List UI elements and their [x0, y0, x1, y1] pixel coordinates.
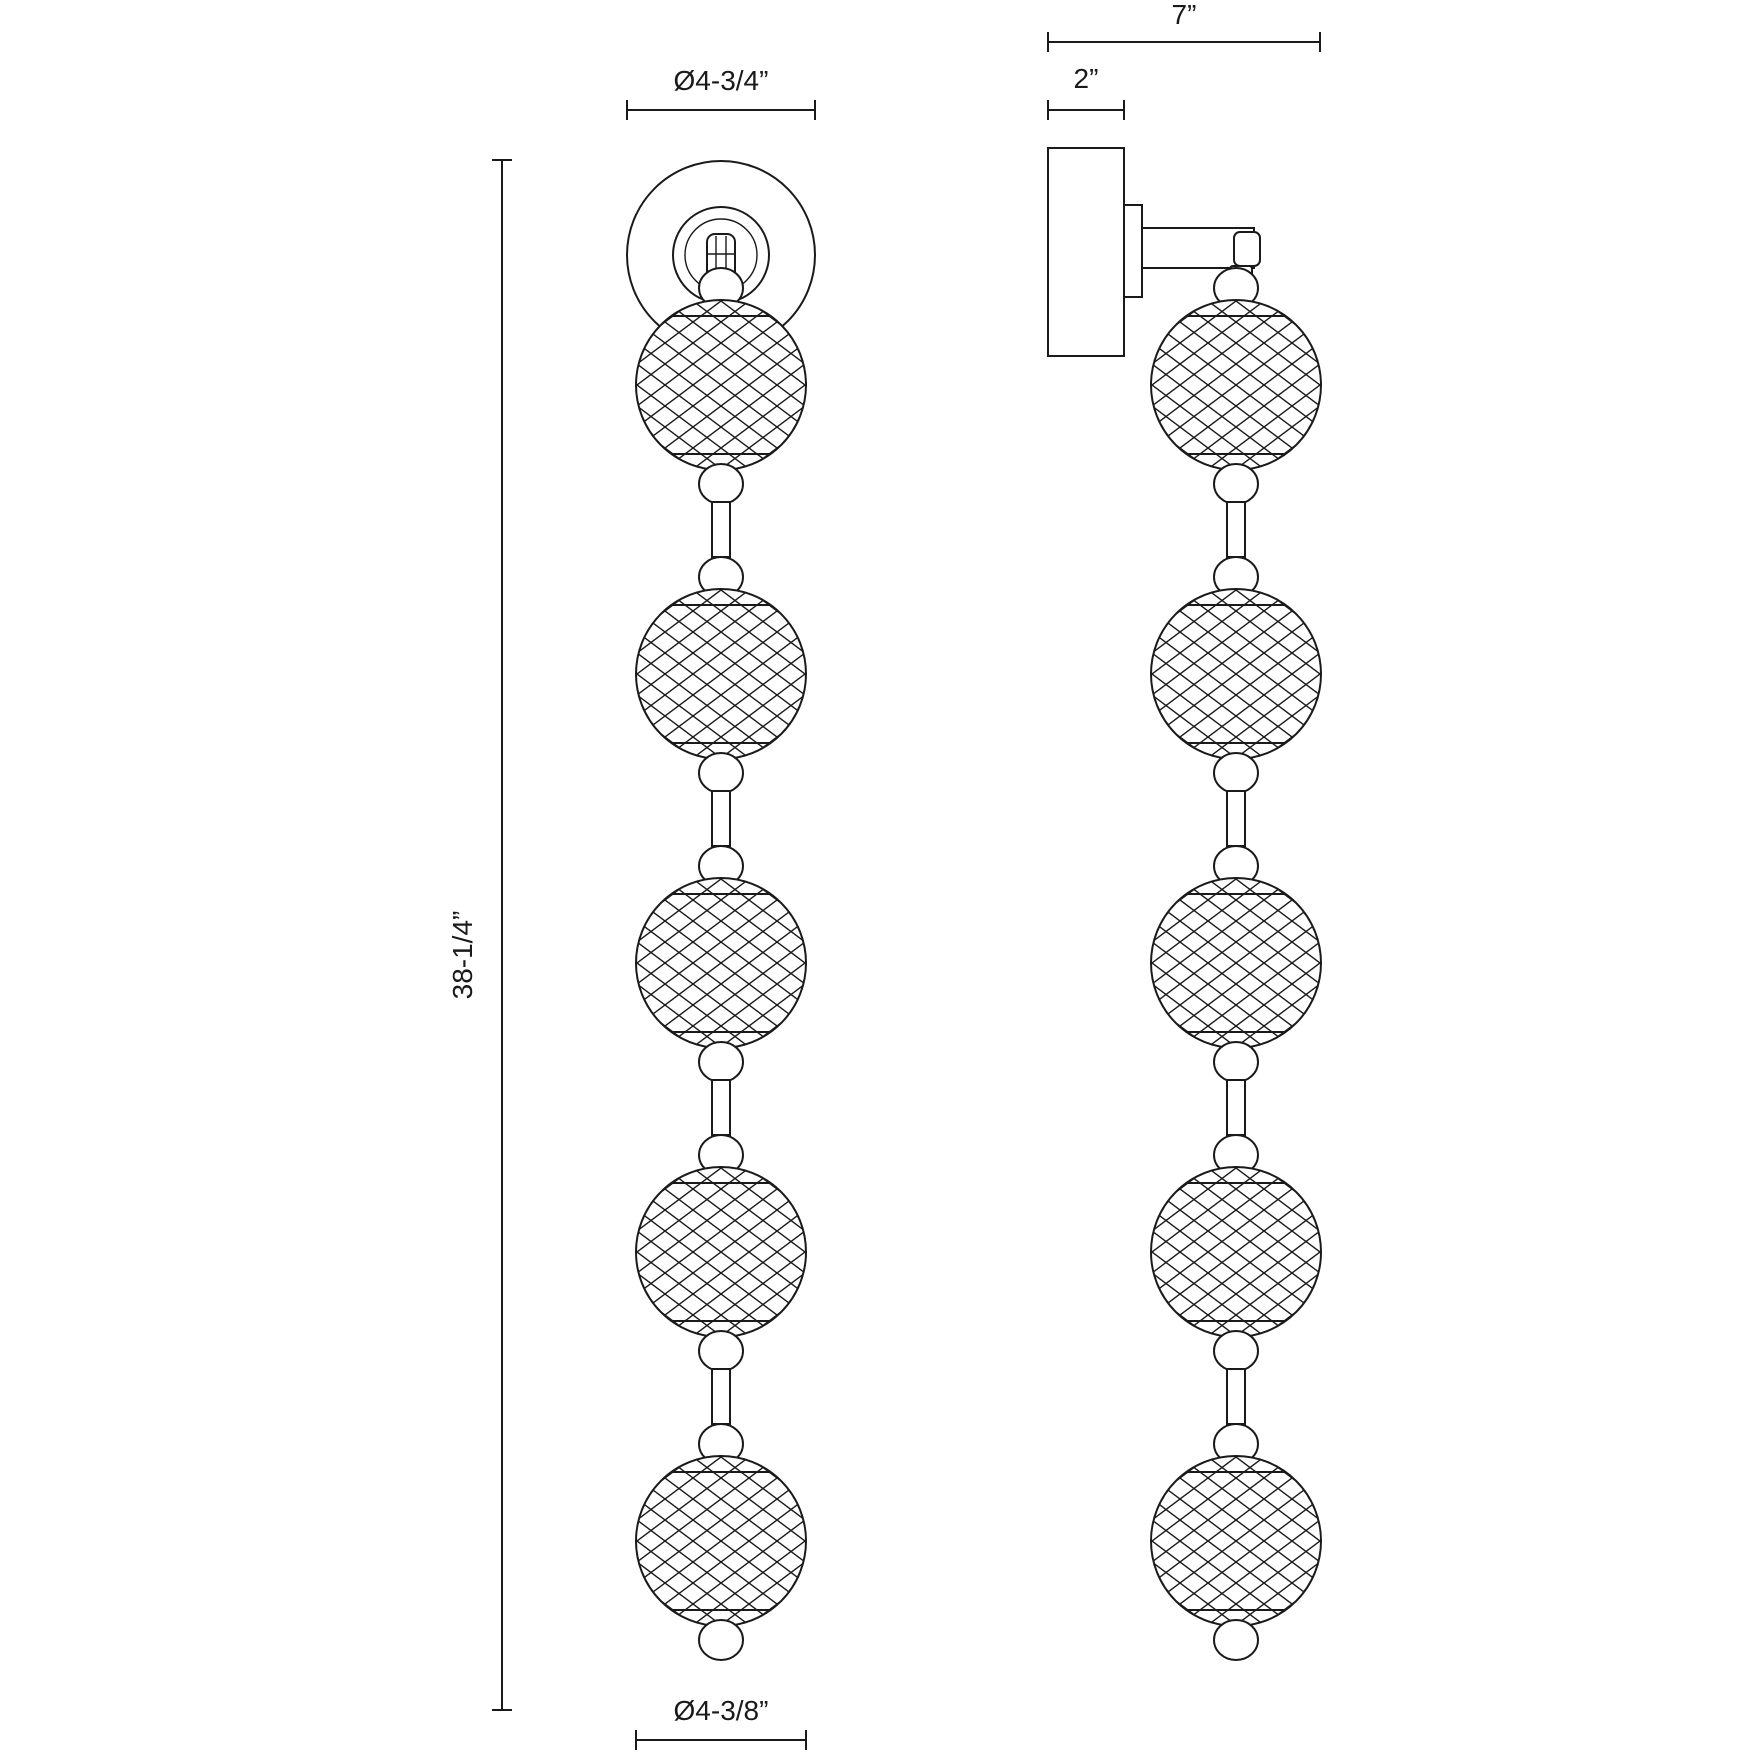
side-bead-bottom-5	[1213, 1619, 1259, 1661]
side-bead-bottom-3	[1213, 1041, 1259, 1083]
front-rod-3	[711, 1079, 731, 1136]
front-bead-bottom-2	[698, 752, 744, 794]
front-bead-bottom-3	[698, 1041, 744, 1083]
overall-extension-label: 7”	[1172, 0, 1197, 30]
side-rod-3	[1226, 1079, 1246, 1136]
side-bead-bottom-1	[1213, 463, 1259, 505]
dimension-backplate-diameter: Ø4-3/4”	[626, 65, 816, 120]
globe-diameter-label: Ø4-3/8”	[674, 1695, 769, 1726]
front-rod-2	[711, 790, 731, 847]
front-bead-bottom-1	[698, 463, 744, 505]
side-bead-bottom-2	[1213, 752, 1259, 794]
dimension-backplate-depth: 2”	[1047, 63, 1125, 120]
side-view-backplate	[1047, 147, 1261, 357]
side-rod-2	[1226, 790, 1246, 847]
side-view-globe-string	[1150, 267, 1322, 1661]
side-rod-1	[1226, 501, 1246, 558]
dimension-globe-diameter: Ø4-3/8”	[635, 1695, 807, 1750]
backplate-diameter-label: Ø4-3/4”	[674, 65, 769, 96]
backplate-depth-label: 2”	[1074, 63, 1099, 94]
front-view-globe-string	[635, 267, 807, 1661]
front-view-canopy	[626, 160, 816, 350]
side-bead-bottom-4	[1213, 1330, 1259, 1372]
front-globe-3	[635, 877, 807, 1049]
front-rod-1	[711, 501, 731, 558]
front-rod-4	[711, 1368, 731, 1425]
front-bead-bottom-5	[698, 1619, 744, 1661]
dimension-overall-extension: 7”	[1047, 0, 1321, 52]
side-rod-4	[1226, 1368, 1246, 1425]
dimension-overall-height: 38-1/4”	[447, 159, 512, 1711]
front-bead-bottom-4	[698, 1330, 744, 1372]
overall-height-label: 38-1/4”	[447, 911, 478, 1000]
